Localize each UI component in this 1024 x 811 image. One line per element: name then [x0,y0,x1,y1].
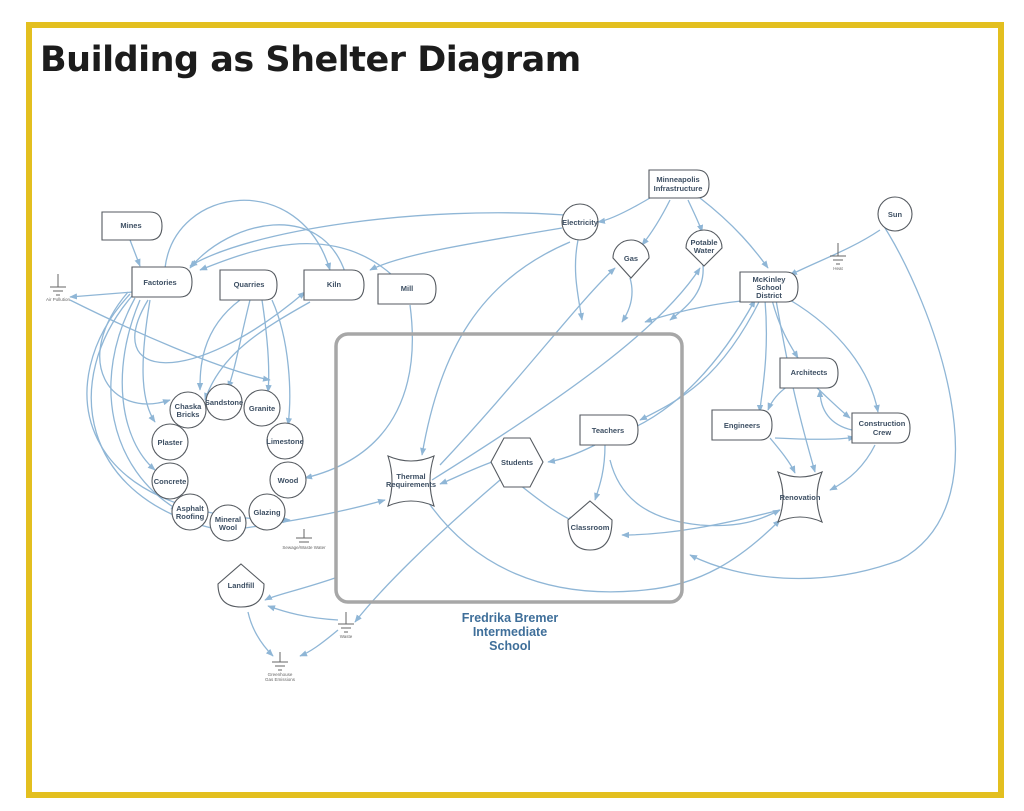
svg-text:Thermal: Thermal [396,472,425,481]
node-gas[interactable]: Gas [612,239,650,279]
node-classroom[interactable]: Classroom [567,500,613,551]
svg-text:Requirements: Requirements [386,480,436,489]
school-boundary [334,332,684,604]
sink-heat: Heat [830,243,846,271]
svg-text:School: School [489,639,531,653]
node-limestone[interactable]: Limestone [266,422,304,460]
svg-text:Landfill: Landfill [228,581,255,590]
page-title: Building as Shelter Diagram [40,40,581,80]
svg-text:Waste: Waste [340,634,353,639]
node-concrete[interactable]: Concrete [151,462,189,500]
svg-text:Gas Emissions: Gas Emissions [265,677,296,682]
svg-text:School: School [756,283,781,292]
svg-text:Renovation: Renovation [780,493,821,502]
node-potable-water[interactable]: Potable Water [685,229,723,267]
node-factories[interactable]: Factories [131,266,193,298]
node-construction-crew[interactable]: Construction Crew [851,412,911,444]
svg-text:Classroom: Classroom [571,523,610,532]
node-chaska-bricks[interactable]: Chaska Bricks [169,391,207,429]
svg-text:Infrastructure: Infrastructure [654,184,703,193]
node-mineral-wool[interactable]: Mineral Wool [209,504,247,542]
svg-text:Architects: Architects [791,368,828,377]
node-granite[interactable]: Granite [243,389,281,427]
node-mines[interactable]: Mines [101,211,163,241]
svg-text:Teachers: Teachers [592,426,624,435]
svg-text:Minneapolis: Minneapolis [656,175,699,184]
school-label: Fredrika Bremer Intermediate School [462,611,559,653]
svg-text:Engineers: Engineers [724,421,760,430]
node-engineers[interactable]: Engineers [711,409,773,441]
node-landfill[interactable]: Landfill [217,563,265,608]
node-teachers[interactable]: Teachers [579,414,639,446]
svg-text:Intermediate: Intermediate [473,625,547,639]
node-students[interactable]: Students [490,437,544,488]
node-electricity[interactable]: Electricity [561,203,599,241]
sink-greenhouse-gas: Greenhouse Gas Emissions [265,652,296,682]
svg-text:Bricks: Bricks [177,410,200,419]
node-plaster[interactable]: Plaster [151,423,189,461]
sink-sewage: Sewage/Waste Water [282,529,326,550]
node-quarries[interactable]: Quarries [219,269,278,301]
svg-text:Construction: Construction [859,419,906,428]
node-mill[interactable]: Mill [377,273,437,305]
svg-text:Sandstone: Sandstone [205,398,243,407]
node-minneapolis-infrastructure[interactable]: Minneapolis Infrastructure [648,169,710,199]
svg-text:Factories: Factories [143,278,176,287]
svg-text:Potable: Potable [690,238,717,247]
svg-text:Crew: Crew [873,428,892,437]
node-sun[interactable]: Sun [877,196,913,232]
svg-text:Wool: Wool [219,523,237,532]
node-glazing[interactable]: Glazing [248,493,286,531]
svg-text:Wood: Wood [278,476,299,485]
node-architects[interactable]: Architects [779,357,839,389]
svg-text:Glazing: Glazing [253,508,281,517]
node-kiln[interactable]: Kiln [303,269,365,301]
svg-text:Gas: Gas [624,254,638,263]
node-sandstone[interactable]: Sandstone [205,383,243,421]
svg-text:Sewage/Waste Water: Sewage/Waste Water [282,545,326,550]
node-mckinley-school-district[interactable]: McKinley School District [739,271,799,303]
edges [69,194,957,657]
svg-text:Students: Students [501,458,533,467]
svg-text:Limestone: Limestone [266,437,304,446]
svg-text:Asphalt: Asphalt [176,504,204,513]
svg-text:Chaska: Chaska [175,402,203,411]
svg-text:Electricity: Electricity [562,218,599,227]
svg-text:McKinley: McKinley [753,275,787,284]
node-asphalt-roofing[interactable]: Asphalt Roofing [171,493,209,531]
node-wood[interactable]: Wood [269,461,307,499]
node-renovation[interactable]: Renovation [776,470,824,524]
svg-text:Plaster: Plaster [157,438,182,447]
svg-text:Fredrika Bremer: Fredrika Bremer [462,611,559,625]
svg-text:Greenhouse: Greenhouse [268,672,293,677]
svg-text:Water: Water [694,246,715,255]
node-thermal-requirements[interactable]: Thermal Requirements [386,455,436,507]
svg-text:District: District [756,291,782,300]
sink-waste: Waste [338,612,354,639]
svg-text:Roofing: Roofing [176,512,205,521]
svg-text:Air Pollution: Air Pollution [46,297,71,302]
svg-text:Mineral: Mineral [215,515,241,524]
svg-text:Granite: Granite [249,404,275,413]
svg-text:Kiln: Kiln [327,280,342,289]
sink-air-pollution: Air Pollution [46,274,71,302]
svg-text:Heat: Heat [833,266,843,271]
svg-text:Mines: Mines [120,221,141,230]
svg-text:Sun: Sun [888,210,903,219]
svg-text:Concrete: Concrete [154,477,187,486]
svg-text:Quarries: Quarries [234,280,265,289]
svg-text:Mill: Mill [401,284,414,293]
